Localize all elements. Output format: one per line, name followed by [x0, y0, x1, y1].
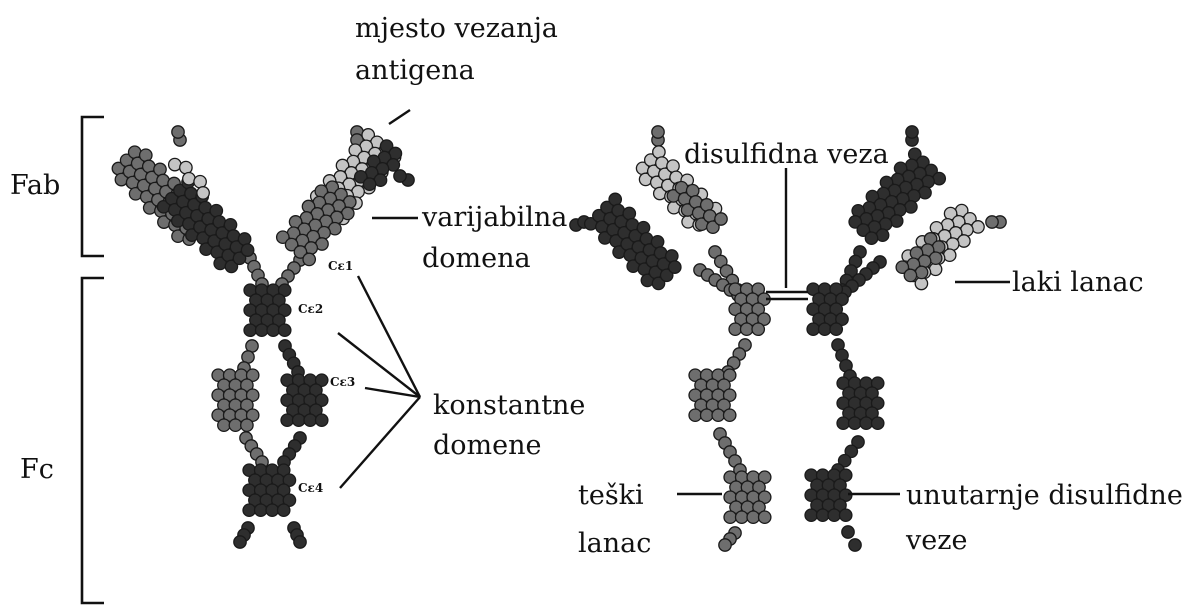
domain-blob — [281, 374, 328, 426]
right-heavy-chain-right — [805, 283, 884, 521]
fc-label: Fc — [20, 454, 54, 485]
domain-blob — [244, 284, 291, 336]
domain-blob — [585, 193, 681, 289]
constant-domains-label-line2: domene — [433, 430, 542, 461]
inner-disulfide-label-line1: unutarnje disulfidne — [906, 480, 1183, 511]
domain-blob — [805, 469, 852, 521]
ce3-label: Cε3 — [330, 375, 355, 389]
inner-disulfide-label-line2: veze — [905, 525, 967, 556]
domain-blob — [807, 283, 848, 335]
ce1-leader — [358, 276, 420, 397]
interchain-disulfide-bond — [766, 292, 808, 299]
heavy-chain-label-line1: teški — [578, 480, 644, 511]
antigen-site-label-line2: antigena — [355, 55, 475, 86]
antigen-site-leader — [389, 110, 410, 124]
fc-bracket — [82, 278, 104, 603]
domain-blob — [689, 369, 736, 421]
light-chain-label: laki lanac — [1012, 267, 1144, 298]
left-fab-arm-right — [277, 129, 402, 266]
domain-blob — [212, 369, 259, 431]
antigen-site-label-line1: mjesto vezanja — [355, 13, 558, 44]
left-antibody-model — [112, 126, 414, 548]
domain-blob — [724, 471, 771, 523]
domain-blob — [837, 377, 884, 429]
ce4-label: Cε4 — [298, 481, 323, 495]
domain-blob — [243, 464, 296, 516]
left-ce2-domain — [244, 284, 291, 336]
constant-domains-label-line1: konstantne — [433, 390, 585, 421]
variable-domain-label-line1: varijabilna — [421, 202, 567, 233]
heavy-chain-label-line2: lanac — [578, 528, 651, 559]
left-fab-arm-left — [112, 146, 254, 273]
right-heavy-chain-left — [689, 283, 771, 523]
variable-domain-label-line2: domena — [422, 243, 531, 274]
fab-bracket — [82, 117, 104, 256]
disulfide-bond-label: disulfidna veza — [684, 139, 889, 170]
left-ce4-domain — [243, 464, 296, 516]
ce4-leader — [340, 397, 420, 488]
left-ce3-domain — [212, 369, 328, 431]
ce2-label: Cε2 — [298, 302, 323, 316]
ce1-label: Cε1 — [328, 259, 353, 273]
fab-label: Fab — [10, 170, 60, 201]
domain-blob — [729, 283, 770, 335]
